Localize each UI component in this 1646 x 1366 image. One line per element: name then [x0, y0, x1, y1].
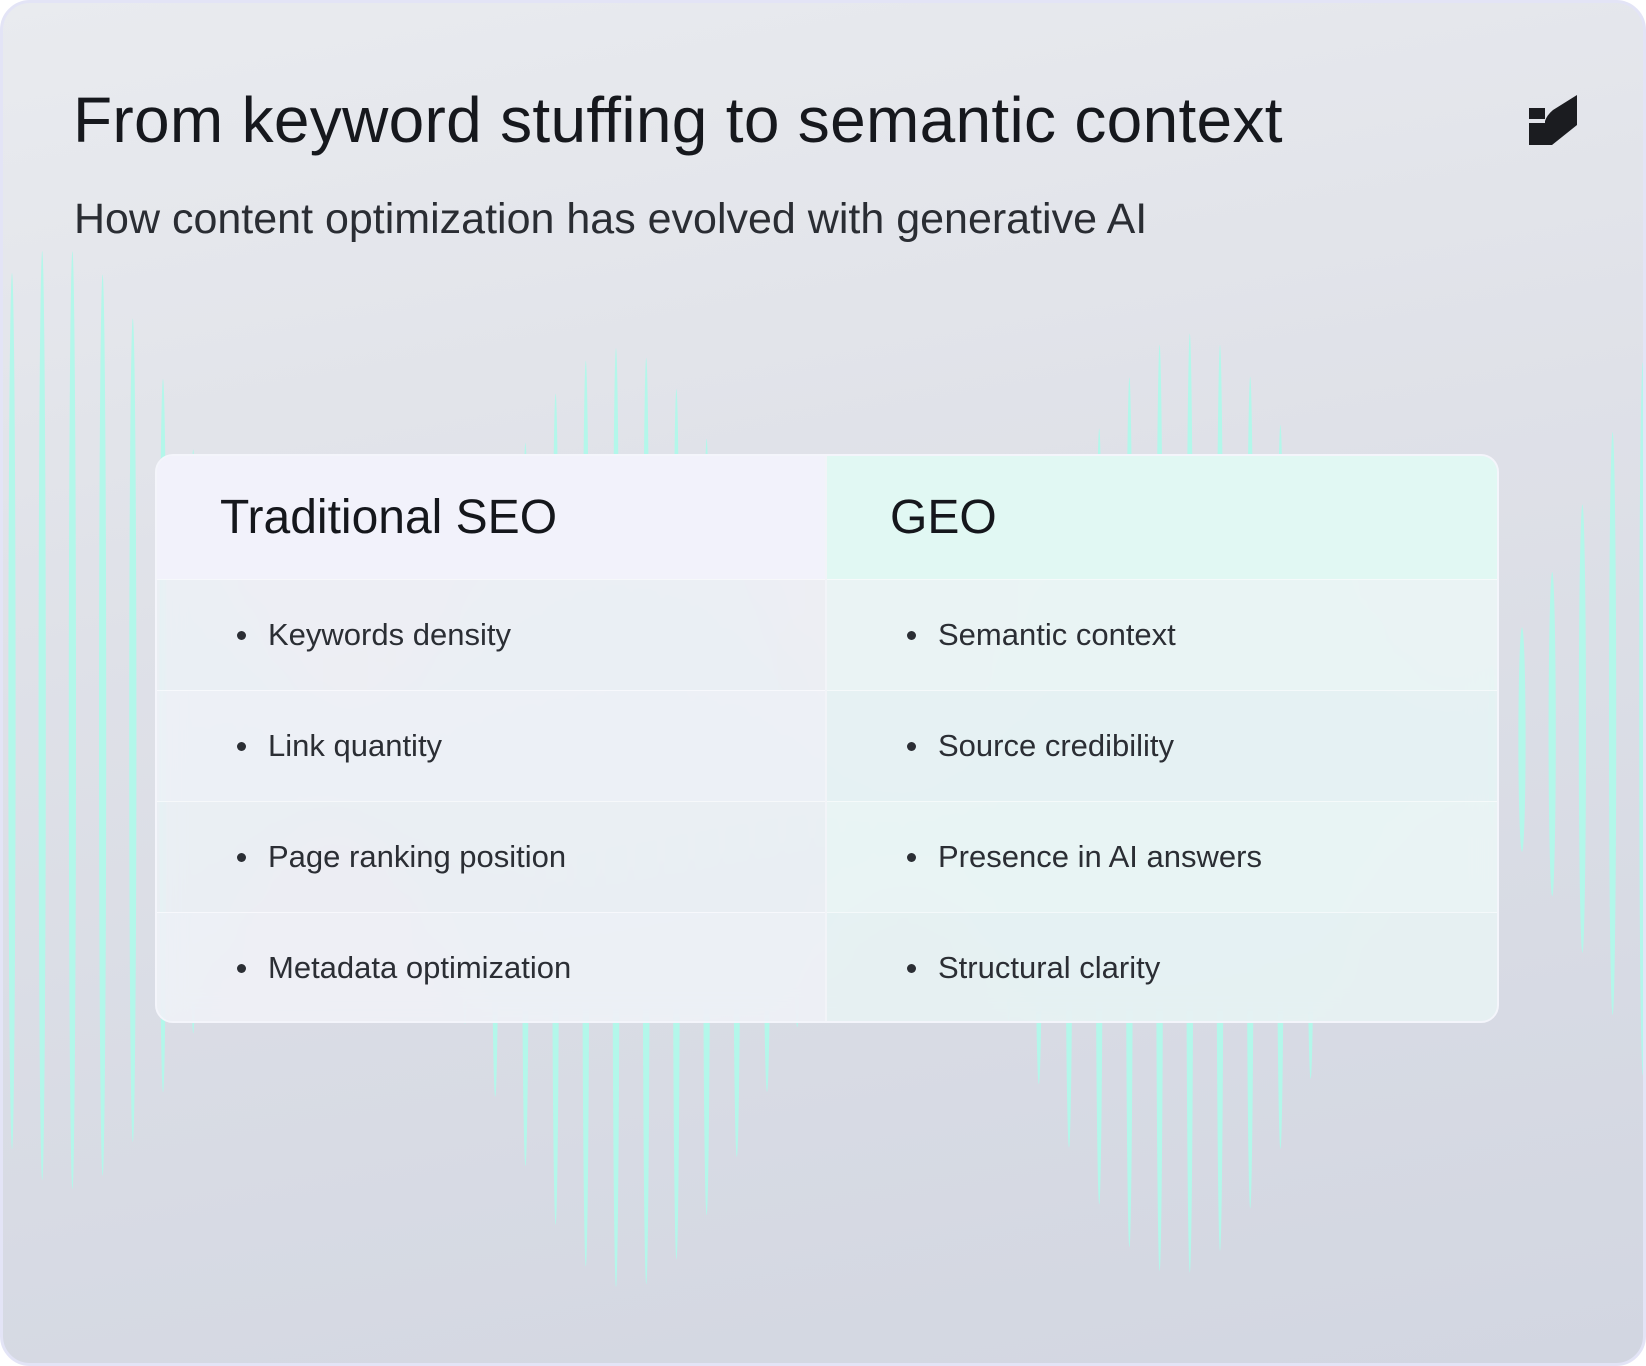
column-heading: Traditional SEO: [157, 456, 825, 579]
bullet-icon: [907, 852, 916, 862]
wave-line: [1578, 504, 1586, 953]
list-item-label: Keywords density: [268, 617, 511, 652]
list-item-label: Presence in AI answers: [938, 839, 1262, 874]
wave-line: [129, 318, 137, 1143]
list-item: Link quantity: [157, 690, 825, 801]
wave-line: [38, 250, 46, 1181]
list-item-label: Semantic context: [938, 617, 1176, 652]
wave-line: [8, 273, 16, 1150]
bullet-icon: [907, 630, 916, 640]
brand-logo-icon: [1529, 95, 1577, 145]
list-item-label: Structural clarity: [938, 950, 1161, 985]
bullet-icon: [907, 963, 916, 973]
bullet-icon: [907, 741, 916, 751]
page-title: From keyword stuffing to semantic contex…: [73, 84, 1283, 156]
wave-line: [1518, 627, 1526, 852]
bullet-icon: [237, 741, 246, 751]
wave-line: [99, 274, 107, 1176]
list-item: Metadata optimization: [157, 912, 825, 1021]
wave-line: [1639, 362, 1643, 1075]
bullet-icon: [237, 630, 246, 640]
column-heading: GEO: [827, 456, 1497, 579]
traditional-seo-column: Traditional SEO Keywords density Link qu…: [157, 456, 827, 1021]
list-item: Page ranking position: [157, 801, 825, 912]
list-item-label: Source credibility: [938, 728, 1175, 763]
list-item: Source credibility: [827, 690, 1497, 801]
wave-line: [1609, 432, 1617, 1016]
list-item: Keywords density: [157, 579, 825, 690]
page-subtitle: How content optimization has evolved wit…: [74, 195, 1148, 243]
geo-column: GEO Semantic context Source credibility …: [827, 456, 1497, 1021]
bullet-icon: [237, 852, 246, 862]
list-item: Presence in AI answers: [827, 801, 1497, 912]
wave-line: [1548, 571, 1556, 897]
comparison-table: Traditional SEO Keywords density Link qu…: [155, 454, 1499, 1023]
list-item: Structural clarity: [827, 912, 1497, 1021]
list-item-label: Metadata optimization: [268, 950, 572, 985]
list-item: Semantic context: [827, 579, 1497, 690]
list-item-label: Page ranking position: [268, 839, 567, 874]
wave-line: [68, 251, 76, 1190]
list-item-label: Link quantity: [268, 728, 443, 763]
bullet-icon: [237, 963, 246, 973]
